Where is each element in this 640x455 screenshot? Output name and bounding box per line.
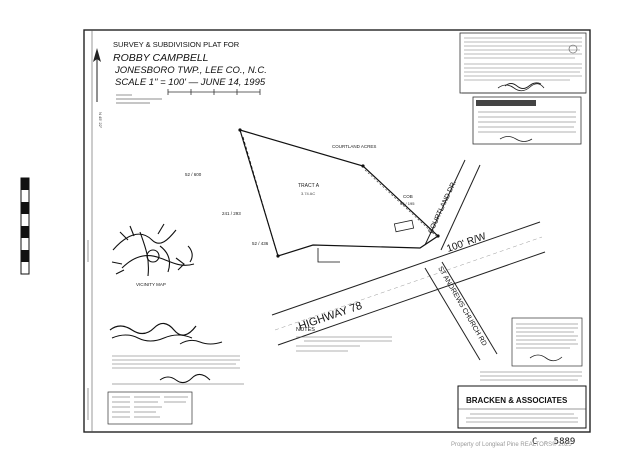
owner-name: ROBBY CAMPBELL — [113, 52, 209, 64]
approval-signatures — [109, 322, 244, 385]
scale-bar — [167, 89, 261, 95]
st-andrews-church-rd — [424, 261, 498, 361]
tract-a-area: 3.74 AC — [301, 191, 315, 196]
notes-block: NOTES — [296, 327, 392, 352]
scale-and-date: SCALE 1" = 100' — JUNE 14, 1995 — [115, 77, 266, 88]
notary-block — [462, 83, 586, 145]
plat-heading: SURVEY & SUBDIVISION PLAT FOR — [113, 40, 240, 49]
vicinity-map-label: VICINITY MAP — [136, 282, 166, 287]
highway-78 — [271, 221, 546, 346]
firm-name: BRACKEN & ASSOCIATES — [466, 396, 568, 405]
corner-marker — [276, 254, 280, 258]
lot-52-436-label: 52 / 436 — [252, 241, 269, 246]
firm-title-block: BRACKEN & ASSOCIATES — [457, 385, 587, 429]
courtland-acres-label: COURTLAND ACRES — [332, 144, 376, 149]
notes-title: NOTES — [296, 327, 315, 333]
review-officer-certificate — [511, 317, 583, 367]
vicinity-map — [111, 223, 195, 277]
watermark: Property of Longleaf Pine REALTORS® 2025 — [451, 441, 572, 448]
lot-cob-label: COB — [403, 194, 413, 199]
lot-52-600-label: 52 / 600 — [185, 172, 202, 177]
tract-a-label: TRACT A — [298, 183, 320, 189]
svg-text:N 45' 22": N 45' 22" — [98, 112, 103, 129]
north-arrow-icon: N 45' 22" — [93, 48, 103, 129]
recording-scale-strip: REGISTER OF DEEDS — [20, 177, 30, 275]
corner-marker — [436, 234, 440, 238]
existing-building — [393, 219, 415, 233]
corner-marker — [361, 164, 365, 168]
lot-cob-number: 52 / 195 — [400, 201, 415, 206]
plat-location: JONESBORO TWP., LEE CO., N.C. — [114, 65, 267, 76]
corner-marker — [238, 128, 242, 132]
sheet-number: C - 5889 — [532, 437, 575, 447]
legend-block — [107, 391, 193, 425]
planning-approval-lines — [480, 371, 582, 381]
surveyor-certificate — [459, 32, 587, 94]
owner-address-scribble — [116, 94, 162, 104]
lot-241-293-label: 241 / 293 — [222, 211, 241, 216]
